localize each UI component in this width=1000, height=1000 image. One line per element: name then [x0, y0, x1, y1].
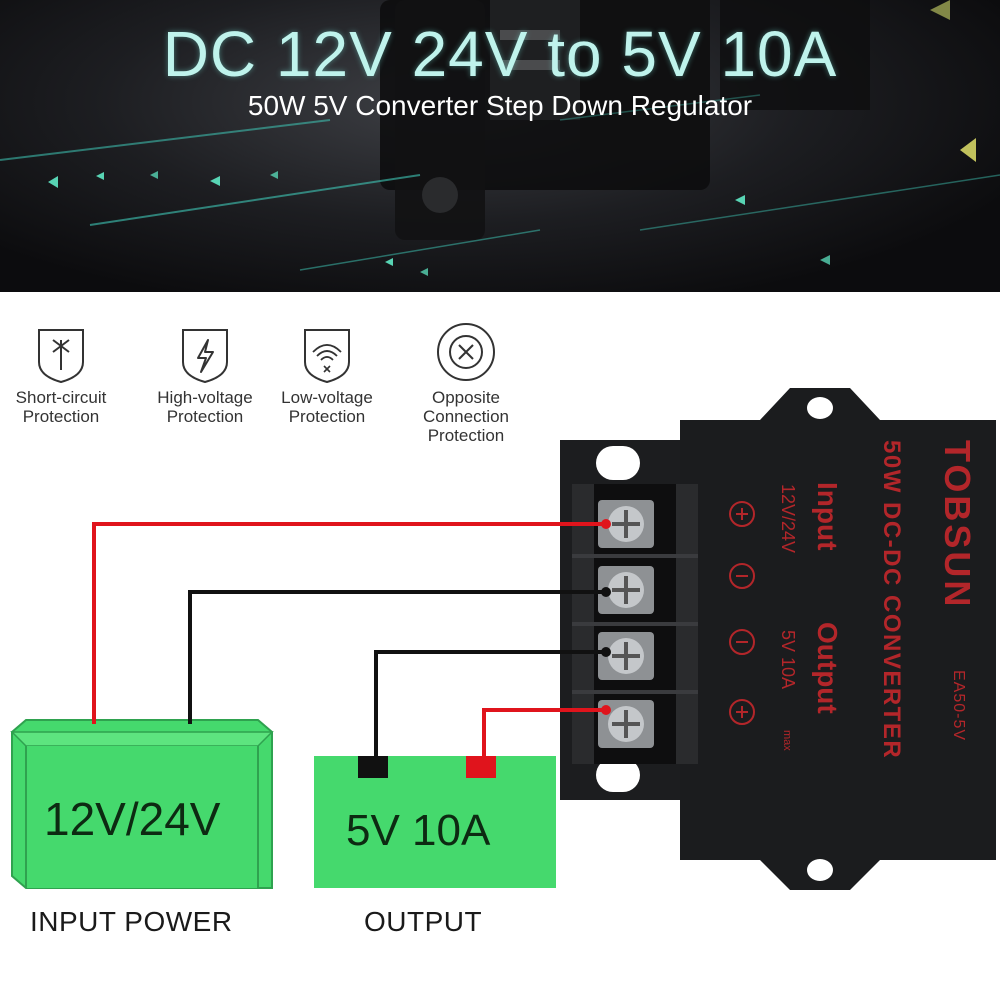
banner-subtitle: 50W 5V Converter Step Down Regulator	[247, 90, 753, 121]
converter-model-line: 50W DC-DC CONVERTER	[878, 440, 905, 759]
feature-label: Short-circuit Protection	[15, 388, 107, 426]
input-battery	[10, 719, 274, 889]
converter-brand: TOBSUN	[937, 440, 978, 609]
converter-body	[680, 388, 996, 890]
banner-decoration	[0, 0, 1000, 276]
output-positive-terminal	[466, 756, 496, 778]
feature-high-voltage: High-voltage Protection	[143, 326, 267, 426]
output-caption: OUTPUT	[364, 906, 483, 937]
plus-icon	[729, 501, 755, 527]
converter-output-max: max	[781, 730, 793, 751]
terminal-screw	[598, 632, 654, 680]
converter-input-label: Input	[812, 482, 843, 550]
converter-output-label: Output	[812, 622, 843, 714]
terminal-screw	[598, 700, 654, 748]
converter-model: EA50-5V	[950, 670, 967, 741]
feature-short-circuit: Short-circuit Protection	[0, 326, 122, 426]
terminal-screw	[598, 500, 654, 548]
input-power-caption: INPUT POWER	[30, 906, 233, 937]
banner-title: DC 12V 24V to 5V 10A	[162, 18, 838, 90]
output-value: 5V 10A	[346, 806, 491, 855]
minus-icon	[729, 563, 755, 589]
feature-opposite-connection: Opposite Connection Protection	[404, 320, 528, 445]
high-voltage-icon	[182, 329, 228, 384]
wire-output-positive	[482, 708, 606, 756]
output-negative-terminal	[358, 756, 388, 778]
plus-icon	[729, 699, 755, 725]
low-voltage-icon	[304, 329, 350, 384]
feature-label: High-voltage Protection	[157, 388, 253, 426]
mount-hole	[596, 446, 640, 480]
wire-input-positive	[92, 522, 606, 724]
feature-label: Opposite Connection Protection	[422, 388, 509, 445]
terminal-screw	[598, 566, 654, 614]
mount-hole	[807, 859, 833, 881]
terminal-screws	[598, 500, 654, 748]
output-load	[314, 756, 556, 888]
feature-label: Low-voltage Protection	[281, 388, 373, 426]
wire-output-negative	[374, 650, 606, 756]
input-voltage-value: 12V/24V	[44, 793, 221, 845]
feature-low-voltage: Low-voltage Protection	[268, 326, 386, 426]
mount-hole	[807, 397, 833, 419]
converter-output-rating: 5V 10A	[778, 630, 798, 689]
converter-input-rating: 12V/24V	[778, 484, 798, 553]
polarity-symbols	[729, 501, 755, 725]
minus-icon	[729, 629, 755, 655]
mount-hole	[596, 758, 640, 792]
product-banner: DC 12V 24V to 5V 10A 50W 5V Converter St…	[0, 0, 1000, 292]
wire-input-negative	[188, 590, 606, 724]
short-circuit-icon	[38, 329, 84, 384]
opposite-connection-icon	[437, 323, 495, 381]
